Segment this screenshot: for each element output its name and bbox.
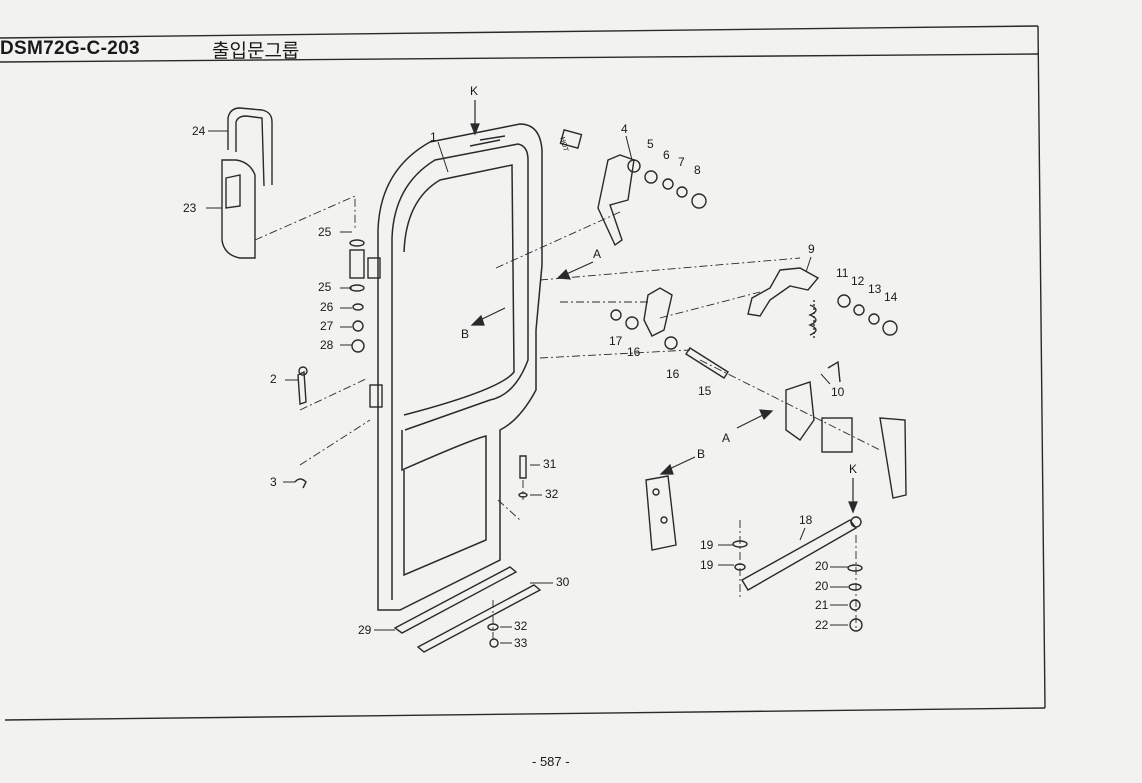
connection-lines (254, 195, 881, 640)
hot-tag-label: HOT (558, 136, 569, 153)
sill-strips (393, 566, 542, 653)
striker-bracket-assembly (785, 360, 907, 499)
callout-number: 22 (815, 618, 829, 632)
page-number: - 587 - (532, 754, 570, 769)
callout-number: 3 (270, 475, 277, 489)
frame-right-line (1037, 25, 1046, 709)
drawing-title: 출입문그룹 (212, 40, 300, 62)
callout-number: 30 (556, 575, 570, 589)
callout-number: 24 (192, 124, 206, 138)
view-marker-b-left: B (461, 327, 469, 341)
callout-number: 17 (609, 334, 623, 348)
drawing-code: DSM72G-C-203 (0, 38, 140, 59)
callout-number: 13 (868, 282, 882, 296)
callout-number: 15 (698, 384, 712, 398)
mirror-assembly (221, 107, 273, 259)
callout-number: 7 (678, 155, 685, 169)
callout-number: 33 (514, 636, 528, 650)
middle-latch-assembly (610, 287, 729, 379)
callout-number: 10 (831, 385, 845, 399)
callout-number: 19 (700, 538, 714, 552)
callout-number: 23 (183, 201, 197, 215)
callout-number: 27 (320, 319, 334, 333)
door-stay-rod (732, 516, 863, 632)
latch-lever-assembly (559, 129, 707, 247)
callout-number: 14 (884, 290, 898, 304)
callout-number: 5 (647, 137, 654, 151)
callout-number: 6 (663, 148, 670, 162)
callout-number: 29 (358, 623, 372, 637)
view-marker-a-lower: A (722, 431, 730, 445)
frame-top-line (0, 53, 1039, 63)
mount-plate (645, 475, 677, 551)
callout-number: 32 (514, 619, 528, 633)
view-arrows (470, 100, 858, 514)
callout-number: 12 (851, 274, 865, 288)
callout-number: 4 (621, 122, 628, 136)
view-marker-k-top: K (470, 84, 478, 98)
callout-number: 1 (430, 130, 437, 144)
callout-number: 16 (666, 367, 680, 381)
view-marker-b-right: B (697, 447, 705, 461)
callout-number: 16 (627, 345, 641, 359)
frame-header-line (0, 25, 1039, 39)
hinge-bolts-left (294, 239, 383, 489)
callout-number: 20 (815, 579, 829, 593)
callout-number: 21 (815, 598, 829, 612)
callout-number: 25 (318, 225, 332, 239)
cam-lever-assembly (747, 267, 898, 340)
leader-lines (206, 130, 848, 644)
callout-number: 31 (543, 457, 557, 471)
callout-number: 2 (270, 372, 277, 386)
callout-number: 8 (694, 163, 701, 177)
door-frame-part (377, 123, 543, 611)
callout-number: 25 (318, 280, 332, 294)
view-marker-a-upper: A (593, 247, 601, 261)
callout-number: 20 (815, 559, 829, 573)
frame-bottom-line (4, 707, 1046, 721)
callout-number: 32 (545, 487, 559, 501)
callout-number: 9 (808, 242, 815, 256)
callout-number: 18 (799, 513, 813, 527)
callout-number: 26 (320, 300, 334, 314)
callout-number: 28 (320, 338, 334, 352)
view-marker-k-right: K (849, 462, 857, 476)
callout-number: 11 (836, 266, 849, 280)
callout-number: 19 (700, 558, 714, 572)
